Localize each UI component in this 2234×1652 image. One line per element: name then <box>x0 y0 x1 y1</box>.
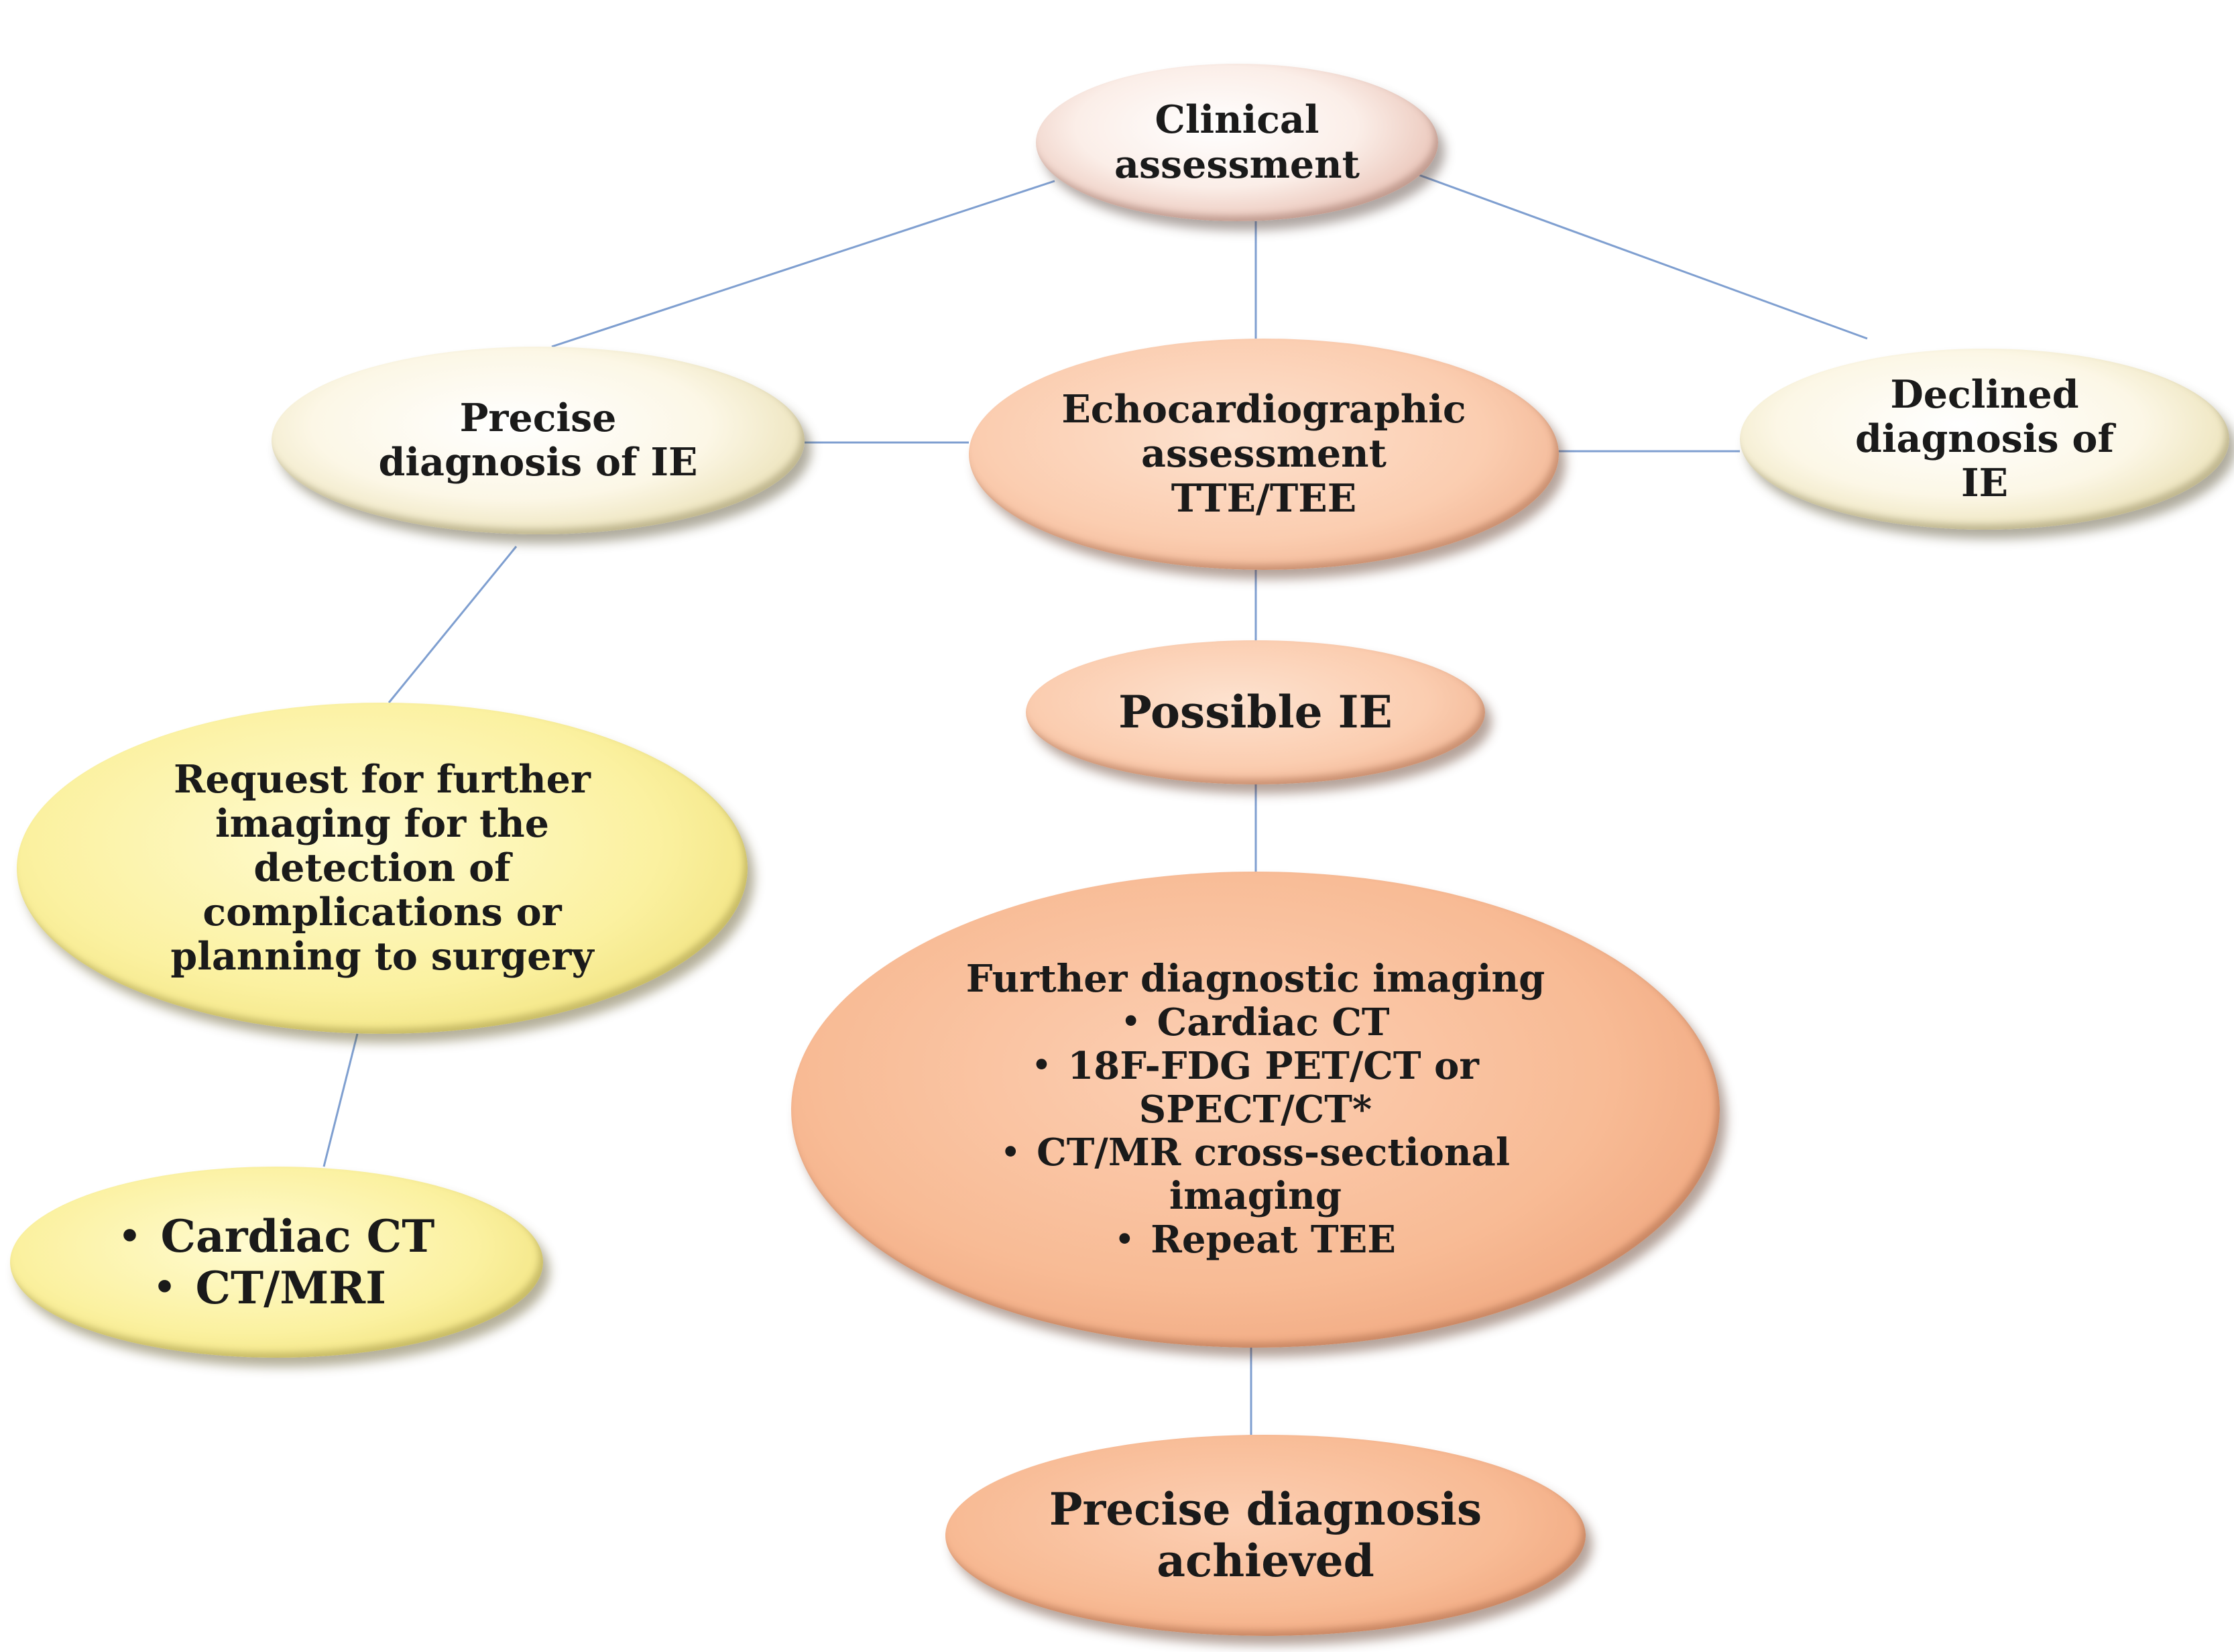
node-text: assessment <box>1141 431 1387 477</box>
node-text: assessment <box>1114 141 1360 187</box>
node-precise-diagnosis-achieved: Precise diagnosis achieved <box>945 1435 1586 1636</box>
node-possible-ie: Possible IE <box>1026 640 1485 784</box>
node-text: TTE/TEE <box>1171 475 1357 521</box>
further-imaging-item: Repeat TEE <box>1115 1218 1396 1262</box>
node-clinical-assessment: Clinical assessment <box>1036 64 1438 221</box>
list-item: Cardiac CT <box>119 1211 434 1262</box>
node-text: achieved <box>1157 1535 1374 1587</box>
node-bubble <box>1026 640 1485 784</box>
list-item: CT/MRI <box>154 1262 386 1314</box>
node-request-further-imaging: Request for further imaging for the dete… <box>17 703 748 1034</box>
node-bubble <box>969 339 1559 570</box>
connector-precise-to-request <box>388 546 518 703</box>
connector-clinical-to-precise <box>551 180 1055 348</box>
node-precise-diagnosis-of-ie: Precise diagnosis of IE <box>272 347 805 534</box>
node-text: Precise <box>459 395 617 440</box>
node-text: complications or <box>202 890 562 935</box>
node-bubble <box>17 703 748 1034</box>
node-bubble <box>791 872 1720 1348</box>
node-bubble <box>1740 349 2229 530</box>
further-imaging-item: Cardiac CT <box>1121 1000 1390 1045</box>
node-text: IE <box>1960 461 2009 506</box>
node-text: Request for further <box>174 756 591 802</box>
node-bubble <box>1036 64 1438 221</box>
node-text: Possible IE <box>1118 686 1393 739</box>
further-imaging-item-continued: SPECT/CT* <box>1138 1087 1372 1132</box>
node-further-diagnostic-imaging: Further diagnostic imaging Cardiac CT 18… <box>791 872 1720 1348</box>
node-declined-diagnosis-of-ie: Declined diagnosis of IE <box>1740 349 2229 530</box>
connector-request-to-cardiac-list <box>322 1033 359 1167</box>
node-echocardiographic-assessment: Echocardiographic assessment TTE/TEE <box>969 339 1559 570</box>
node-text: diagnosis of IE <box>378 440 698 485</box>
connector-clinical-to-declined <box>1407 170 1868 340</box>
node-text: detection of <box>253 845 511 890</box>
further-imaging-heading: Further diagnostic imaging <box>965 956 1545 1001</box>
further-imaging-item: CT/MR cross-sectional <box>1001 1131 1510 1175</box>
node-bubble <box>272 347 805 534</box>
node-text: imaging for the <box>215 801 549 846</box>
node-text: Precise diagnosis <box>1049 1483 1482 1536</box>
further-imaging-item-continued: imaging <box>1169 1174 1342 1219</box>
node-text: Echocardiographic <box>1061 387 1466 432</box>
node-text: Declined <box>1890 371 2079 417</box>
node-text: Clinical <box>1155 97 1319 143</box>
node-bubble <box>945 1435 1586 1636</box>
node-text: diagnosis of <box>1855 416 2114 461</box>
node-cardiac-ct-mri-list: Cardiac CT CT/MRI <box>10 1167 543 1358</box>
node-text: planning to surgery <box>170 934 594 980</box>
further-imaging-item: 18F-FDG PET/CT or <box>1032 1044 1479 1088</box>
